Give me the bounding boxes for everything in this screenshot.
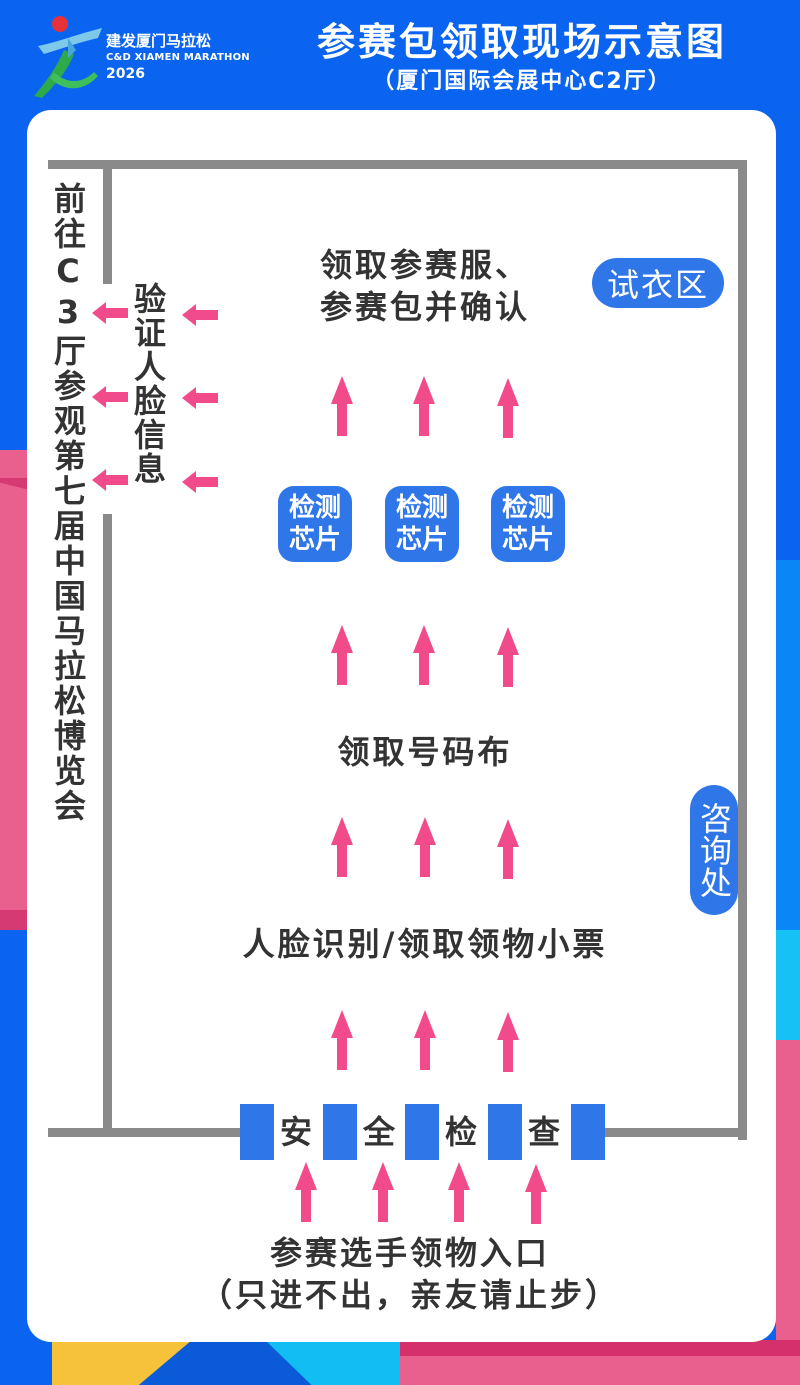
bg-shape bbox=[776, 1040, 800, 1385]
chip-check-line1: 检测 bbox=[395, 493, 448, 523]
arrow-left-icon bbox=[182, 387, 218, 409]
chip-check-line1: 检测 bbox=[501, 493, 554, 523]
wall-left-lower bbox=[103, 514, 112, 1134]
arrow-up-icon bbox=[497, 378, 519, 438]
bg-shape bbox=[776, 930, 800, 1040]
security-char: 安 bbox=[279, 1113, 312, 1151]
wall-bottom-left bbox=[48, 1128, 244, 1137]
security-char: 检 bbox=[444, 1113, 477, 1151]
wall-left-upper bbox=[103, 160, 112, 284]
chip-check-badge: 检测芯片 bbox=[491, 486, 565, 562]
step-face-recognition: 人脸识别/领取领物小票 bbox=[242, 925, 608, 963]
page-subtitle: （厦门国际会展中心C2厅） bbox=[372, 69, 672, 94]
logo-name-en: C&D XIAMEN MARATHON bbox=[106, 52, 250, 63]
step-collect-bib: 领取号码布 bbox=[337, 733, 513, 771]
wall-right bbox=[738, 160, 747, 1140]
arrow-up-icon bbox=[413, 625, 435, 685]
chip-check-line2: 芯片 bbox=[395, 525, 448, 555]
chip-check-line2: 芯片 bbox=[288, 525, 341, 555]
arrow-up-icon bbox=[497, 627, 519, 687]
arrow-up-icon bbox=[414, 1010, 436, 1070]
logo-year: 2026 bbox=[106, 66, 145, 82]
arrow-left-icon bbox=[92, 469, 128, 491]
arrow-up-icon bbox=[331, 817, 353, 877]
verify-face-label: 验证人脸信息 bbox=[129, 282, 167, 486]
arrow-up-icon bbox=[413, 376, 435, 436]
step-collect-kit: 领取参赛服、 参赛包并确认 bbox=[260, 244, 590, 328]
arrow-up-icon bbox=[372, 1162, 394, 1222]
arrow-left-icon bbox=[182, 471, 218, 493]
exit-to-c3-label: 前往C3厅参观第七届中国马拉松博览会 bbox=[49, 182, 87, 824]
bg-shape bbox=[0, 910, 30, 930]
security-char: 查 bbox=[527, 1113, 560, 1151]
bg-shape bbox=[400, 1340, 800, 1356]
chip-check-line1: 检测 bbox=[288, 493, 341, 523]
bg-shape bbox=[0, 450, 30, 930]
security-char: 全 bbox=[362, 1113, 395, 1151]
entry-line1: 参赛选手领物入口 bbox=[269, 1234, 550, 1272]
arrow-up-icon bbox=[525, 1164, 547, 1224]
security-gate bbox=[405, 1104, 439, 1160]
bg-shape bbox=[776, 560, 800, 930]
security-gate bbox=[488, 1104, 522, 1160]
chip-check-badge: 检测芯片 bbox=[385, 486, 459, 562]
runner-logo-icon bbox=[34, 16, 102, 98]
entry-line2: （只进不出，亲友请止步） bbox=[199, 1276, 620, 1314]
arrow-left-icon bbox=[92, 302, 128, 324]
arrow-up-icon bbox=[497, 819, 519, 879]
arrow-up-icon bbox=[414, 817, 436, 877]
chip-check-badge: 检测芯片 bbox=[278, 486, 352, 562]
security-gate bbox=[323, 1104, 357, 1160]
logo-name-cn: 建发厦门马拉松 bbox=[106, 32, 212, 50]
wall-top bbox=[48, 160, 746, 169]
arrow-up-icon bbox=[295, 1162, 317, 1222]
info-desk-badge: 咨询处 bbox=[690, 785, 738, 915]
arrow-up-icon bbox=[497, 1012, 519, 1072]
security-gate bbox=[571, 1104, 605, 1160]
arrow-left-icon bbox=[92, 386, 128, 408]
arrow-up-icon bbox=[331, 376, 353, 436]
step-collect-line2: 参赛包并确认 bbox=[319, 288, 530, 326]
arrow-up-icon bbox=[448, 1162, 470, 1222]
chip-check-line2: 芯片 bbox=[501, 525, 554, 555]
security-gate bbox=[240, 1104, 274, 1160]
wall-bottom-right bbox=[600, 1128, 746, 1137]
entry-label: 参赛选手领物入口 （只进不出，亲友请止步） bbox=[150, 1232, 670, 1316]
arrow-up-icon bbox=[331, 625, 353, 685]
fitting-room-badge: 试衣区 bbox=[592, 258, 724, 308]
arrow-left-icon bbox=[182, 304, 218, 326]
marathon-logo: 建发厦门马拉松 C&D XIAMEN MARATHON 2026 bbox=[28, 14, 268, 104]
arrow-up-icon bbox=[331, 1010, 353, 1070]
step-collect-line1: 领取参赛服、 bbox=[319, 246, 530, 284]
page-title: 参赛包领取现场示意图 bbox=[316, 20, 727, 64]
